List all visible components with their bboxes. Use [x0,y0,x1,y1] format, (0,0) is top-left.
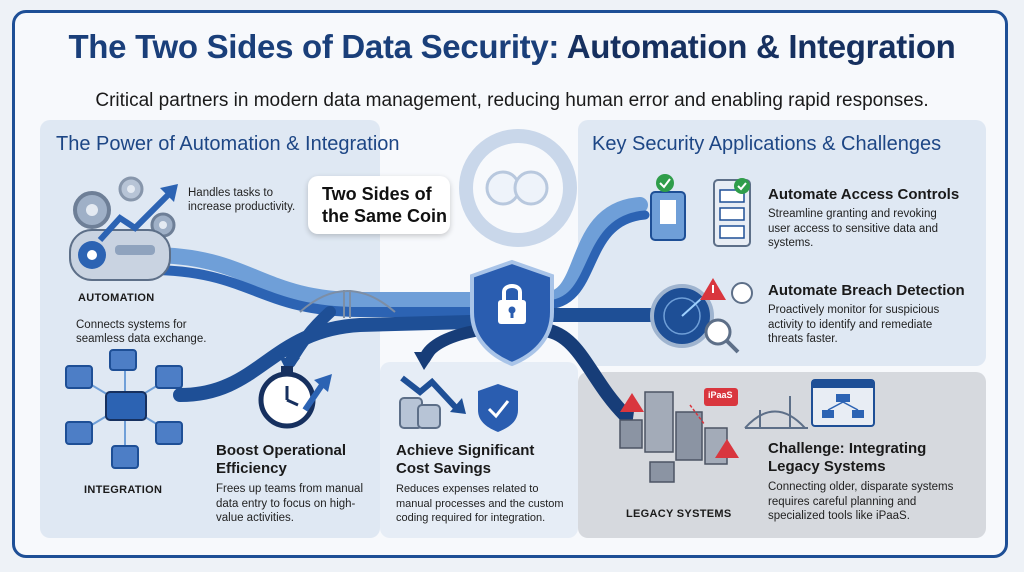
savings-title: Achieve Significant Cost Savings [396,442,535,477]
arrow-down-savings-icon [414,352,436,370]
breach-radar-icon [650,278,753,354]
legacy-title: Challenge: Integrating Legacy Systems [768,440,927,475]
integration-bridge-icon [744,396,808,429]
breach-desc: Proactively monitor for suspicious activ… [768,304,940,345]
coins-savings-icon [399,375,466,429]
security-shield-icon [470,259,554,367]
growth-arrow-icon [97,192,171,243]
efficiency-title: Boost Operational Efficiency [216,442,347,477]
legacy-label: LEGACY SYSTEMS [626,508,732,520]
integration-label: INTEGRATION [84,484,163,496]
shield-check-icon [478,384,518,432]
access-title: Automate Access Controls [768,186,960,203]
robot-machine-icon [69,229,171,281]
automation-note: Handles tasks to increase productivity. [188,187,296,213]
ipaas-screen-icon [811,379,875,427]
legacy-desc: Connecting older, disparate systems requ… [768,481,954,522]
breach-title: Automate Breach Detection [768,282,965,299]
flow-roads [142,197,667,422]
coin-rings-icon [459,129,577,247]
legacy-servers-icon [619,388,739,483]
stopwatch-icon [258,366,332,429]
page-title: The Two Sides of Data Security: Automati… [68,28,956,65]
efficiency-desc: Frees up teams from manual data entry to… [216,483,364,524]
right-panel-heading: Key Security Applications & Challenges [592,133,942,155]
automation-label: AUTOMATION [78,292,155,304]
ipaas-badge: iPaaS [708,390,733,400]
integration-note: Connects systems for seamless data excha… [76,319,207,345]
access-control-icon [650,174,751,247]
integration-network-icon [65,349,183,469]
automation-gears-icon [73,176,176,238]
bridge-icon [299,290,396,318]
access-desc: Streamline granting and revoking user ac… [768,208,939,249]
coin-speech-bubble: Two Sides of the Same Coin [308,176,450,234]
left-panel-heading: The Power of Automation & Integration [56,133,400,155]
right-top-panel [578,120,986,366]
page-subtitle: Critical partners in modern data managem… [95,90,929,111]
savings-desc: Reduces expenses related to manual proce… [396,483,564,524]
